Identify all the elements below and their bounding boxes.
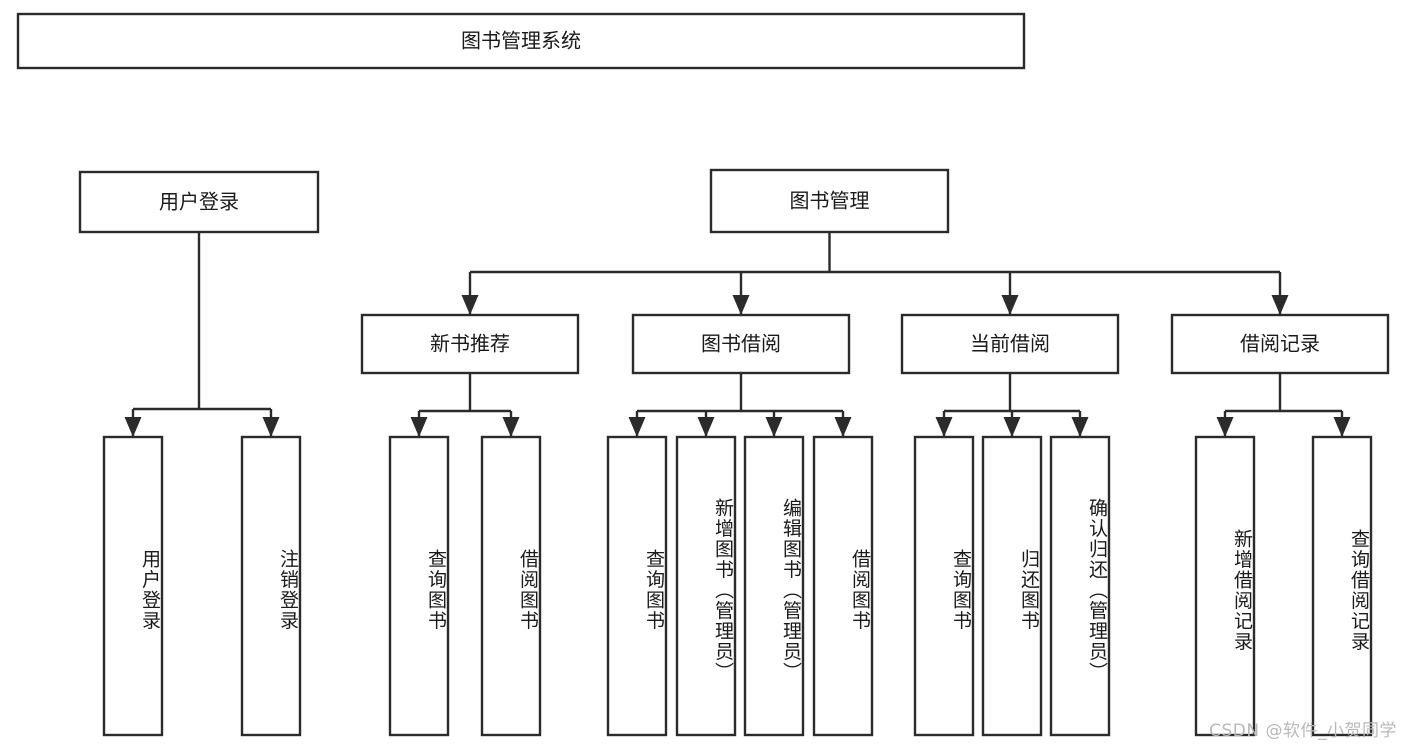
node-box-root[interactable] [16,12,1026,70]
node-box-leaf-add-borrow-record[interactable] [1194,435,1256,737]
node-box-leaf-borrow-book[interactable] [812,435,874,737]
node-box-leaf-return-book[interactable] [981,435,1043,737]
arrow-head-icon [124,417,142,437]
node-box-leaf-borrow-book-recommend[interactable] [480,435,542,737]
arrow-head-icon [1001,295,1019,315]
node-box-user-login[interactable] [78,170,320,234]
arrow-head-icon [935,417,953,437]
node-box-borrow-record[interactable] [1170,313,1390,375]
node-label-new-book-recommend: 新书推荐 [430,332,510,356]
node-box-leaf-query-book-recommend[interactable] [388,435,450,737]
arrow-head-icon [1271,295,1289,315]
arrow-head-icon [834,417,852,437]
node-box-leaf-logout[interactable] [240,435,302,737]
node-box-leaf-query-book-borrow[interactable] [606,435,668,737]
node-box-current-borrow[interactable] [900,313,1120,375]
arrow-head-icon [410,417,428,437]
node-label-borrow-record: 借阅记录 [1240,332,1320,356]
node-box-leaf-confirm-return[interactable] [1049,435,1111,737]
arrow-head-icon [461,295,479,315]
arrow-head-icon [628,417,646,437]
node-label-book-management: 图书管理 [790,189,870,213]
arrow-head-icon [732,295,750,315]
node-label-root: 图书管理系统 [461,29,581,53]
connectors-layer [124,232,1351,437]
node-box-book-management[interactable] [709,168,950,234]
node-box-book-borrow[interactable] [631,313,851,375]
arrow-head-icon [697,417,715,437]
node-box-leaf-query-borrow-record[interactable] [1311,435,1373,737]
arrow-head-icon [1333,417,1351,437]
arrow-head-icon [502,417,520,437]
node-box-new-book-recommend[interactable] [360,313,580,375]
node-label-book-borrow: 图书借阅 [701,332,781,356]
node-label-current-borrow: 当前借阅 [970,332,1050,356]
node-box-leaf-add-book[interactable] [675,435,737,737]
node-box-leaf-user-login[interactable] [102,435,164,737]
arrow-head-icon [1216,417,1234,437]
arrow-head-icon [765,417,783,437]
arrow-head-icon [1003,417,1021,437]
watermark: CSDN @软件_小贺同学 [1209,721,1397,741]
arrow-head-icon [1071,417,1089,437]
arrow-head-icon [262,417,280,437]
node-box-leaf-query-book-current[interactable] [913,435,975,737]
node-label-user-login: 用户登录 [159,190,239,214]
node-box-leaf-edit-book[interactable] [743,435,805,737]
